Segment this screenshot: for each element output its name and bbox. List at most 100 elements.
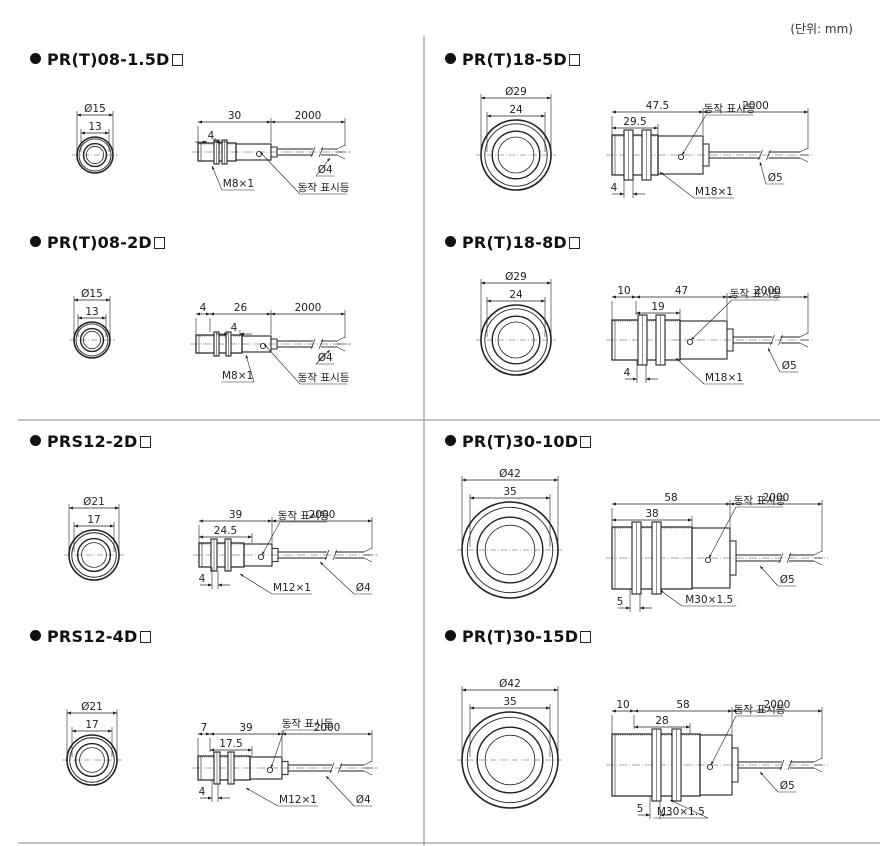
- cable-gland: [731, 747, 739, 783]
- thread-spec-label: M30×1.5: [685, 594, 733, 606]
- outer-dia-label: Ø15: [81, 288, 103, 300]
- indicator-label: 동작 표시등: [278, 510, 330, 522]
- indicator-lamp: [704, 556, 712, 564]
- thread-seg-dim: 4: [208, 130, 215, 142]
- cable-length-dim: 2000: [309, 509, 336, 521]
- indicator-lamp: [257, 553, 265, 561]
- body-length-dim: 58: [664, 492, 677, 504]
- title-prs12-2: PRS12-2D: [30, 432, 151, 451]
- cable-length-dim: 2000: [295, 302, 322, 314]
- body-length-dim: 39: [229, 509, 242, 521]
- checkbox-icon: [139, 631, 151, 643]
- bullet-icon: [445, 53, 456, 64]
- inner-dia-label: 13: [88, 121, 101, 133]
- thread-spec-label: M8×1: [222, 370, 253, 382]
- bullet-icon: [445, 435, 456, 446]
- thread-seg-dim: 4: [231, 322, 238, 334]
- cable-gland: [271, 547, 279, 563]
- indicator-lamp: [255, 150, 263, 158]
- cable-dia-label: Ø4: [318, 352, 333, 364]
- body-length-dim: 47.5: [646, 100, 669, 112]
- indicator-label: 동작 표시등: [734, 704, 786, 716]
- cable-dia-label: Ø5: [780, 574, 795, 586]
- outer-dia-label: Ø15: [84, 103, 106, 115]
- inner-dia-label: 35: [503, 696, 516, 708]
- cable-break: [310, 338, 324, 350]
- cable-length-dim: 2000: [763, 492, 790, 504]
- inner-dia-label: 24: [509, 289, 523, 301]
- title-pr18-5: PR(T)18-5D: [445, 50, 580, 69]
- cable-gland: [281, 760, 289, 776]
- outer-dia-label: Ø42: [499, 468, 521, 480]
- cable-gland: [702, 143, 710, 167]
- nut-thickness-dim: 4: [624, 367, 631, 379]
- cable-break: [758, 149, 771, 161]
- cable-length-dim: 2000: [295, 110, 322, 122]
- cable-dia-label: Ø4: [356, 582, 371, 594]
- checkbox-icon: [580, 631, 592, 643]
- cable-break: [324, 549, 338, 561]
- title-pr30-15: PR(T)30-15D: [445, 627, 592, 646]
- inner-dia-label: 35: [503, 486, 516, 498]
- thread-length-dim: 17.5: [219, 738, 242, 750]
- nut-thickness-dim: 4: [199, 573, 206, 585]
- cable-length-dim: 2000: [764, 699, 791, 711]
- protrusion-dim: 7: [201, 722, 208, 734]
- outer-dia-label: Ø29: [505, 86, 527, 98]
- body-length-dim: 26: [234, 302, 248, 314]
- indicator-lamp: [706, 763, 714, 771]
- thread-spec-label: M18×1: [705, 372, 743, 384]
- body-length-dim: 58: [676, 699, 689, 711]
- title-pr08-2: PR(T)08-2D: [30, 233, 165, 252]
- checkbox-icon: [568, 54, 580, 66]
- cable-break: [770, 334, 783, 346]
- thread-spec-label: M30×1.5: [657, 806, 705, 818]
- thread-spec-label: M18×1: [695, 186, 733, 198]
- title-pr30-10: PR(T)30-10D: [445, 432, 592, 451]
- bullet-icon: [30, 435, 41, 446]
- indicator-label: 동작 표시등: [730, 288, 782, 300]
- cable-gland: [270, 338, 278, 350]
- front-view: Ø15 13: [72, 103, 118, 174]
- indicator-label: 동작 표시등: [298, 372, 350, 384]
- cable-break: [779, 759, 793, 771]
- checkbox-icon: [153, 237, 165, 249]
- indicator-lamp: [266, 766, 274, 774]
- thread-spec-label: M12×1: [273, 582, 311, 594]
- indicator-label: 동작 표시등: [282, 718, 334, 730]
- protrusion-dim: 10: [616, 699, 629, 711]
- title-pr18-8: PR(T)18-8D: [445, 233, 580, 252]
- nut-thickness-dim: 4: [199, 786, 206, 798]
- cable-length-dim: 2000: [742, 100, 769, 112]
- nut-thickness-dim: 4: [611, 182, 618, 194]
- cable-dia-label: Ø5: [780, 780, 795, 792]
- cable-break: [778, 552, 792, 564]
- cable-break: [329, 762, 343, 774]
- nut-thickness-dim: 5: [617, 596, 624, 608]
- unit-note: (단위: mm): [790, 22, 853, 36]
- indicator-label: 동작 표시등: [704, 103, 756, 115]
- checkbox-icon: [139, 436, 151, 448]
- inner-dia-label: 17: [85, 719, 98, 731]
- protrusion-dim: 4: [200, 302, 207, 314]
- inner-dia-label: 17: [87, 514, 100, 526]
- cable-length-dim: 2000: [314, 722, 341, 734]
- bullet-icon: [445, 236, 456, 247]
- body-length-dim: 30: [228, 110, 241, 122]
- cable-dia-label: Ø4: [318, 164, 333, 176]
- thread-length-dim: 38: [645, 508, 658, 520]
